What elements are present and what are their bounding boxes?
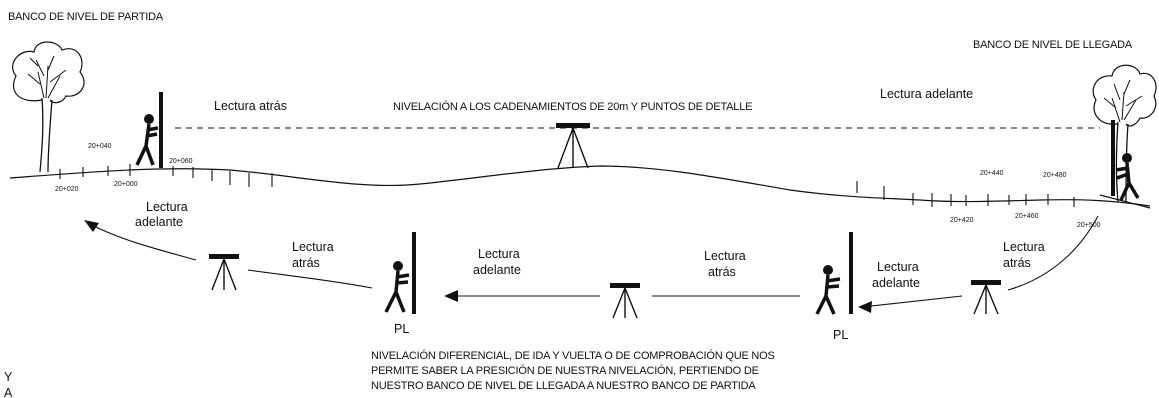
end-benchmark-title: BANCO DE NIVEL DE LLEGADA xyxy=(973,39,1133,51)
station-label: 20+020 xyxy=(55,186,79,193)
tree-right-icon xyxy=(1092,64,1157,203)
arrowhead xyxy=(858,301,872,313)
level-instrument-icon xyxy=(610,283,640,319)
reading-label: Lectura atrás xyxy=(704,249,746,279)
svg-text:Lectura: Lectura xyxy=(146,200,188,214)
svg-text:Lectura: Lectura xyxy=(1003,240,1045,254)
arrowhead xyxy=(84,220,99,232)
backsight-label: Lectura atrás xyxy=(214,99,287,113)
surveyor-icon xyxy=(384,261,410,313)
surveyor-icon xyxy=(1115,153,1140,201)
level-instrument-icon xyxy=(556,123,590,169)
return-path xyxy=(89,223,197,261)
svg-text:atrás: atrás xyxy=(708,265,736,279)
station-label: 20+480 xyxy=(1043,172,1067,179)
station-label: 20+060 xyxy=(169,158,193,165)
station-label: 20+440 xyxy=(980,170,1004,177)
return-path xyxy=(1007,215,1099,291)
foresight-label: Lectura adelante xyxy=(880,87,973,101)
level-instrument-icon xyxy=(209,254,239,291)
ground-profile xyxy=(9,165,1151,207)
top-leveling-title: NIVELACIÓN A LOS CADENAMIENTOS DE 20m Y … xyxy=(393,100,752,113)
surveyor-icon xyxy=(815,265,841,315)
arrowhead xyxy=(444,290,458,302)
corner-mark: Y xyxy=(4,370,13,384)
station-ticks xyxy=(59,164,1075,207)
turning-point-label: PL xyxy=(394,322,409,336)
level-instrument-icon xyxy=(971,280,1001,315)
svg-text:atrás: atrás xyxy=(292,256,320,270)
svg-text:atrás: atrás xyxy=(1003,256,1031,270)
svg-text:adelante: adelante xyxy=(135,215,183,229)
start-benchmark-title: BANCO DE NIVEL DE PARTIDA xyxy=(8,11,164,23)
svg-text:adelante: adelante xyxy=(872,276,920,290)
reading-label: Lectura adelante xyxy=(135,200,188,229)
svg-text:adelante: adelante xyxy=(473,263,521,277)
return-path xyxy=(247,269,373,289)
station-label: 20+460 xyxy=(1015,213,1039,220)
tree-left-icon xyxy=(12,41,85,173)
svg-text:Lectura: Lectura xyxy=(877,260,919,274)
reading-label: Lectura atrás xyxy=(1003,240,1045,270)
corner-mark: A xyxy=(4,386,13,398)
caption-line: PERMITE SABER LA PRESICIÓN DE NUESTRA NI… xyxy=(371,364,759,377)
station-label: 20+000 xyxy=(114,181,138,188)
station-label: 20+500 xyxy=(1077,222,1101,229)
svg-text:Lectura: Lectura xyxy=(478,247,520,261)
turning-point-label: PL xyxy=(833,328,848,342)
svg-text:Lectura: Lectura xyxy=(704,249,746,263)
reading-label: Lectura adelante xyxy=(872,260,920,290)
caption-line: NIVELACIÓN DIFERENCIAL, DE IDA Y VUELTA … xyxy=(371,349,775,362)
reading-label: Lectura atrás xyxy=(292,240,334,270)
station-label: 20+040 xyxy=(88,143,112,150)
surveyor-icon xyxy=(135,114,159,166)
station-label: 20+420 xyxy=(950,217,974,224)
caption-line: NUESTRO BANCO DE NIVEL DE LLEGADA A NUES… xyxy=(371,380,756,392)
svg-text:Lectura: Lectura xyxy=(292,240,334,254)
reading-label: Lectura adelante xyxy=(473,247,521,277)
return-path xyxy=(861,295,963,308)
